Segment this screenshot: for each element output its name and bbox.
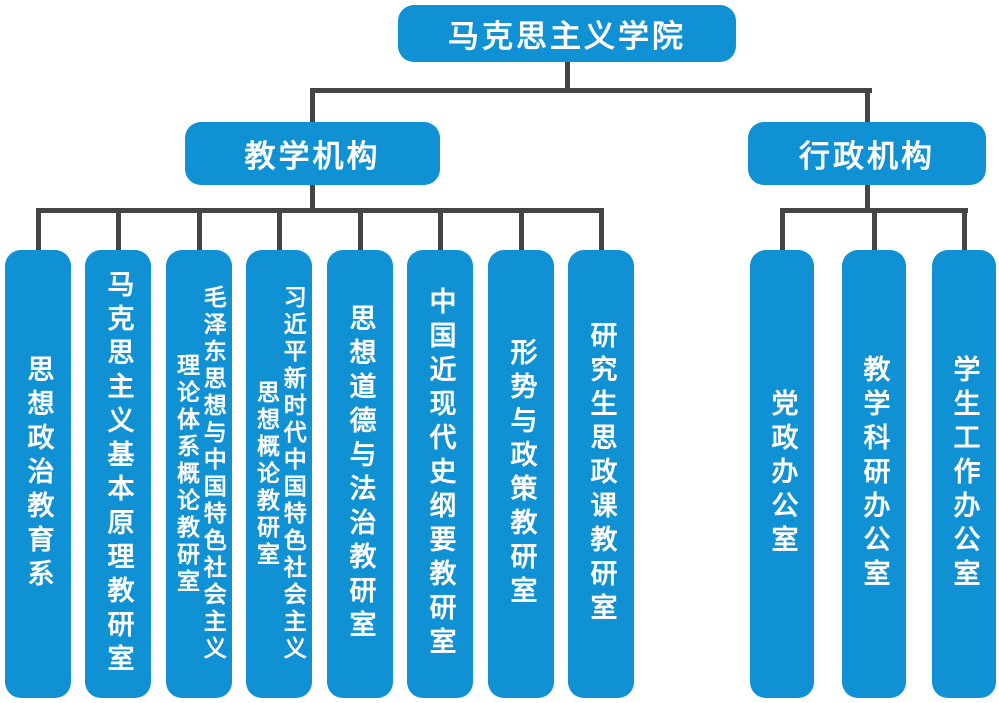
node-root: 马克思主义学院 xyxy=(398,5,736,62)
node-admin-branch-label: 行政机构 xyxy=(799,139,935,174)
node-label: 中国近现代史纲要教研室 xyxy=(425,287,456,661)
node-body: 教学科研办公室 xyxy=(842,250,906,698)
connector-teaching-down xyxy=(310,185,315,213)
connector-stub xyxy=(961,208,967,250)
node-label: 教学科研办公室 xyxy=(859,355,890,593)
node-body: 形势与政策教研室 xyxy=(488,250,554,698)
node-body: 研究生思政课教研室 xyxy=(568,250,634,698)
connector-stub xyxy=(35,208,41,250)
node-teaching-branch: 教学机构 xyxy=(185,122,440,185)
node-label: 党政办公室 xyxy=(767,389,798,559)
node-marxism-basic-principles-office: 马克思主义基本原理教研室 xyxy=(85,208,151,698)
connector-stub xyxy=(276,208,282,250)
node-body: 马克思主义基本原理教研室 xyxy=(85,250,151,698)
node-ideology-morality-rule-of-law-office: 思想道德与法治教研室 xyxy=(327,208,393,698)
node-body: 毛泽东思想与中国特色社会主义 理论体系概论教研室 xyxy=(166,250,232,698)
node-label: 思想道德与法治教研室 xyxy=(345,304,376,644)
node-student-affairs-office: 学生工作办公室 xyxy=(932,208,996,698)
connector-stub xyxy=(779,208,785,250)
node-label-column-1: 习近平新时代中国特色社会主义 xyxy=(280,285,307,663)
node-party-government-office: 党政办公室 xyxy=(750,208,814,698)
node-label-column-2: 理论体系概论教研室 xyxy=(173,352,200,596)
node-label-column-2: 思想概论教研室 xyxy=(253,379,280,569)
node-body: 学生工作办公室 xyxy=(932,250,996,698)
node-body: 中国近现代史纲要教研室 xyxy=(407,250,473,698)
connector-stub xyxy=(518,208,524,250)
node-label: 形势与政策教研室 xyxy=(506,338,537,610)
node-ideological-political-education-dept: 思想政治教育系 xyxy=(5,208,71,698)
node-body: 习近平新时代中国特色社会主义 思想概论教研室 xyxy=(246,250,312,698)
node-admin-branch: 行政机构 xyxy=(748,122,986,185)
node-graduate-ideological-course-office: 研究生思政课教研室 xyxy=(568,208,634,698)
node-mao-thought-theory-office: 毛泽东思想与中国特色社会主义 理论体系概论教研室 xyxy=(166,208,232,698)
node-root-label: 马克思主义学院 xyxy=(448,19,686,54)
node-label: 学生工作办公室 xyxy=(949,355,980,593)
node-body: 思想政治教育系 xyxy=(5,250,71,698)
connector-teaching-drop xyxy=(310,88,315,124)
connector-stub xyxy=(115,208,121,250)
node-teaching-branch-label: 教学机构 xyxy=(244,139,381,174)
connector-stub xyxy=(598,208,604,250)
connector-branch-horizontal xyxy=(310,88,872,93)
node-body: 党政办公室 xyxy=(750,250,814,698)
connector-admin-drop xyxy=(865,88,870,124)
node-label: 马克思主义基本原理教研室 xyxy=(103,270,134,678)
node-label-column-1: 毛泽东思想与中国特色社会主义 xyxy=(200,285,227,663)
node-modern-chinese-history-office: 中国近现代史纲要教研室 xyxy=(407,208,473,698)
node-label: 研究生思政课教研室 xyxy=(586,321,617,627)
connector-stub xyxy=(437,208,443,250)
node-teaching-research-admin-office: 教学科研办公室 xyxy=(842,208,906,698)
node-body: 思想道德与法治教研室 xyxy=(327,250,393,698)
connector-admin-down xyxy=(865,185,870,213)
node-label: 思想政治教育系 xyxy=(23,355,54,593)
node-xi-thought-office: 习近平新时代中国特色社会主义 思想概论教研室 xyxy=(246,208,312,698)
connector-stub xyxy=(871,208,877,250)
connector-stub xyxy=(196,208,202,250)
connector-root-drop xyxy=(565,60,570,91)
connector-stub xyxy=(357,208,363,250)
connector-teaching-horizontal xyxy=(36,208,604,213)
node-situation-policy-office: 形势与政策教研室 xyxy=(488,208,554,698)
